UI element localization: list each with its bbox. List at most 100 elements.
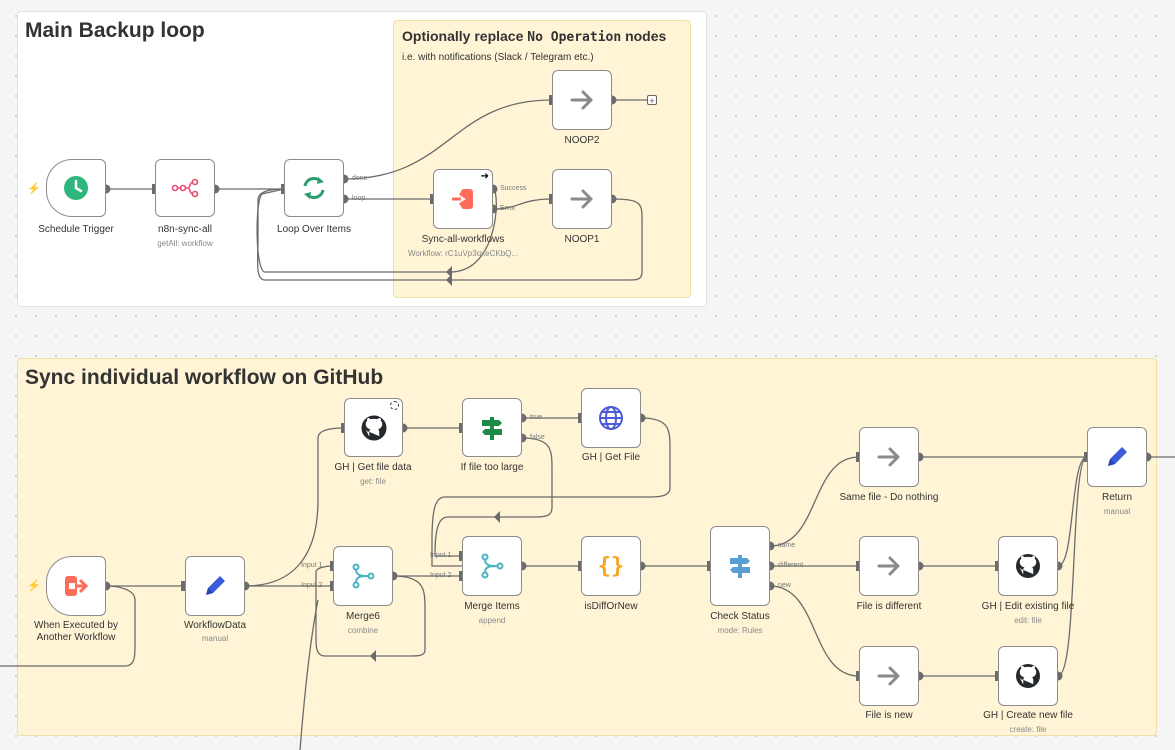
port-label-false: false — [530, 434, 545, 441]
sign-in-icon — [449, 185, 477, 213]
port-label-error: Error — [500, 205, 516, 212]
sticky-optional-note[interactable] — [393, 20, 691, 298]
is-diff-or-new-label: isDiffOrNew — [584, 601, 638, 612]
add-node-button[interactable]: + — [647, 95, 657, 106]
n8n-icon — [171, 174, 199, 202]
node-n8n-sync-all[interactable] — [155, 159, 215, 217]
node-gh-create-new[interactable] — [998, 646, 1058, 706]
workflow-data-sub: manual — [201, 634, 229, 643]
noop1-label: NOOP1 — [564, 234, 600, 245]
clock-icon — [62, 174, 90, 202]
port-label-merge-items-input1: Input 1 — [430, 552, 452, 559]
port-label-same: same — [778, 542, 796, 549]
node-gh-get-file-data[interactable] — [344, 398, 403, 457]
when-executed-label: When Executed by Another Workflow — [34, 620, 118, 643]
node-loop-over-items[interactable] — [284, 159, 344, 217]
gh-edit-existing-sub: edit: file — [1014, 616, 1042, 625]
gh-edit-existing-label: GH | Edit existing file — [981, 601, 1075, 612]
signpost-icon — [478, 414, 506, 442]
merge-icon — [349, 562, 377, 590]
node-check-status[interactable] — [710, 526, 770, 606]
gh-create-new-sub: create: file — [1009, 725, 1047, 734]
sticky-note-title: Optionally replace No Operation nodes — [402, 28, 667, 45]
github-icon — [1014, 662, 1042, 690]
merge6-label: Merge6 — [346, 611, 380, 622]
trigger-bolt-icon: ⚡ — [27, 580, 41, 592]
node-gh-edit-existing[interactable] — [998, 536, 1058, 596]
conn-gh-getfile-loop — [431, 417, 671, 567]
n8n-sync-all-label: n8n-sync-all — [158, 224, 212, 235]
refresh-icon — [300, 174, 328, 202]
port-label-done: done — [352, 175, 368, 182]
conn-merge6-loop — [315, 565, 426, 657]
sticky-main-title: Main Backup loop — [25, 19, 205, 42]
node-noop1[interactable] — [552, 169, 612, 229]
sticky-sync-title: Sync individual workflow on GitHub — [25, 366, 384, 389]
conn-if-false-loop — [434, 437, 553, 557]
port-label-success: Success — [500, 185, 527, 192]
merge6-sub: combine — [347, 626, 379, 635]
port-label-loop: loop — [352, 195, 366, 202]
sync-all-workflows-sub: Workflow: rC1uVp3qxeCKbQ... — [407, 249, 519, 258]
pencil-icon — [201, 572, 229, 600]
port-label-different: different — [778, 562, 804, 569]
gh-create-new-label: GH | Create new file — [983, 710, 1073, 721]
conn-error-to-noop1 — [492, 198, 553, 210]
node-file-is-new[interactable] — [859, 646, 919, 706]
node-merge6[interactable] — [333, 546, 393, 606]
merge-icon — [478, 552, 506, 580]
node-sync-all-workflows[interactable]: ➔ — [433, 169, 493, 229]
node-file-is-different[interactable] — [859, 536, 919, 596]
loop-over-items-label: Loop Over Items — [277, 224, 351, 235]
conn-done-to-noop2 — [343, 99, 553, 180]
node-schedule-trigger[interactable] — [46, 159, 106, 217]
sign-out-icon — [62, 572, 90, 600]
gh-get-file-data-sub: get: file — [360, 477, 386, 486]
merge-items-sub: append — [478, 616, 506, 625]
sync-all-workflows-label: Sync-all-workflows — [421, 234, 505, 245]
curly-braces-icon: {} — [597, 553, 625, 579]
arrow-right-icon — [568, 185, 596, 213]
port-label-merge6-input1: Input 1 — [301, 562, 323, 569]
node-noop2[interactable] — [552, 70, 612, 130]
gh-get-file-label: GH | Get File — [581, 452, 641, 463]
github-icon — [360, 414, 388, 442]
if-file-too-large-label: If file too large — [460, 462, 524, 473]
n8n-sync-all-sub: getAll: workflow — [157, 239, 213, 248]
conn-new-to-filenew — [769, 585, 860, 677]
schedule-trigger-label: Schedule Trigger — [38, 224, 114, 235]
arrow-right-icon — [875, 552, 903, 580]
pencil-icon — [1103, 443, 1131, 471]
node-merge-items[interactable] — [462, 536, 522, 596]
file-is-different-label: File is different — [856, 601, 922, 612]
conn-gh-create-to-return — [1057, 456, 1088, 677]
node-workflow-data[interactable] — [185, 556, 245, 616]
node-return[interactable] — [1087, 427, 1147, 487]
signpost-icon — [726, 552, 754, 580]
gh-get-file-data-label: GH | Get file data — [334, 462, 412, 473]
port-label-merge-items-input2: Input 2 — [430, 572, 452, 579]
node-when-executed[interactable] — [46, 556, 106, 616]
merge-items-label: Merge Items — [464, 601, 520, 612]
port-label-true: true — [530, 414, 543, 421]
port-label-new: new — [778, 582, 791, 589]
check-status-sub: mode: Rules — [717, 626, 763, 635]
workflow-data-label: WorkflowData — [183, 620, 247, 631]
open-subworkflow-icon[interactable]: ➔ — [480, 171, 489, 182]
github-icon — [1014, 552, 1042, 580]
node-is-diff-or-new[interactable]: {} — [581, 536, 641, 596]
running-indicator-icon — [390, 401, 399, 410]
return-label: Return — [1101, 492, 1132, 503]
same-file-label: Same file - Do nothing — [839, 492, 939, 503]
node-if-file-too-large[interactable] — [462, 398, 522, 457]
conn-trigger-in — [0, 585, 136, 667]
conn-gh-edit-to-return — [1057, 456, 1088, 567]
node-same-file[interactable] — [859, 427, 919, 487]
arrow-right-icon — [875, 443, 903, 471]
file-is-new-label: File is new — [865, 710, 913, 721]
sticky-note-subtitle: i.e. with notifications (Slack / Telegra… — [402, 52, 594, 63]
conn-same-to-samefile — [769, 456, 860, 547]
node-gh-get-file[interactable] — [581, 388, 641, 448]
arrow-right-icon — [568, 86, 596, 114]
arrow-right-icon — [875, 662, 903, 690]
